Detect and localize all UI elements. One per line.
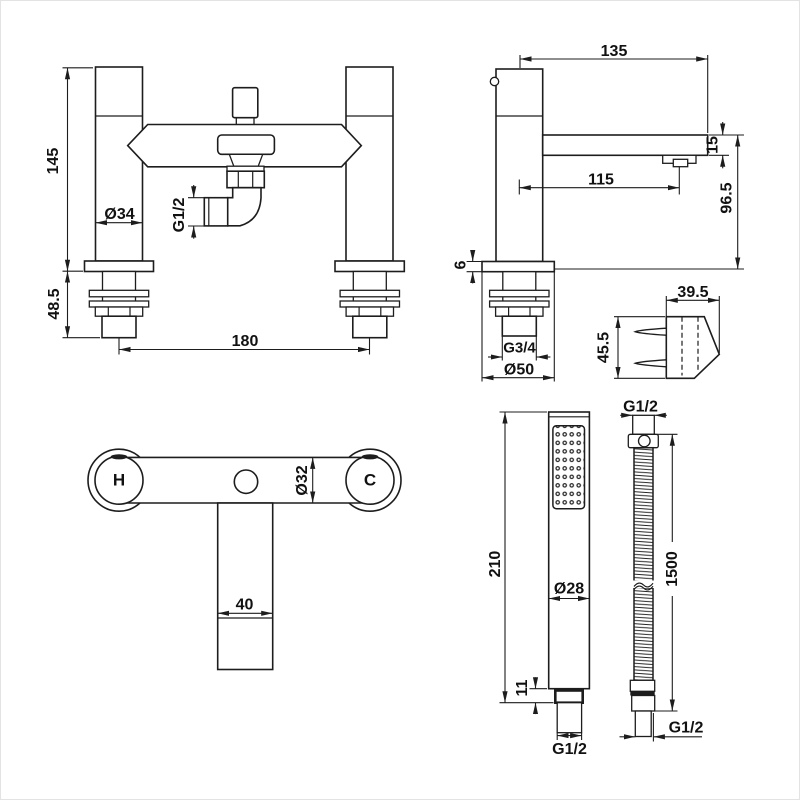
side-view: 135 15 115 96.5 6 G3/4 Ø50 39.5: [453, 43, 744, 382]
dim-bracket-width: 39.5: [677, 284, 708, 301]
handset-thread-tail: [556, 702, 583, 734]
dim-spout-reach: 135: [601, 43, 628, 60]
plan-view: H C Ø32 40: [87, 448, 402, 671]
left-washer: [88, 289, 150, 298]
hose-thread-tail: [634, 710, 652, 738]
washer: [488, 300, 550, 308]
right-flange: [334, 260, 406, 273]
hose-ferrule: [629, 679, 656, 692]
dim-outlet-thread: G1/2: [171, 198, 188, 233]
right-shank-end: [351, 315, 388, 339]
dim-flange-diameter: Ø50: [504, 362, 534, 379]
handle-indicator-pip: [489, 76, 500, 87]
dim-pillar-spacing: 180: [232, 333, 259, 350]
dim-handset-thread: G1/2: [552, 741, 587, 758]
dim-shank-thread: G3/4: [503, 340, 536, 357]
elbow-port: [203, 196, 229, 227]
pillar-side: [495, 68, 544, 263]
spout: [541, 134, 709, 157]
spout-plan: [216, 502, 274, 671]
hose-ferrule-band: [630, 691, 655, 696]
dim-spout-height: 96.5: [719, 182, 736, 213]
cold-indicator-pip: [361, 454, 379, 460]
dim-connector-height: 11: [514, 679, 531, 696]
aerator-nozzle: [672, 158, 689, 168]
dim-bracket-height: 45.5: [596, 332, 613, 363]
left-shank-end: [101, 315, 137, 339]
dim-handset-length: 210: [487, 551, 504, 578]
left-backnut: [94, 306, 144, 317]
dim-head-diameter: Ø28: [554, 581, 584, 598]
dim-body-diameter: Ø32: [294, 465, 311, 495]
hose-break-squiggle: [633, 582, 654, 588]
hose-break-squiggle: [633, 585, 654, 591]
dim-deck-thickness: 6: [453, 260, 470, 269]
washer: [488, 289, 550, 298]
outlet-taper: [228, 153, 264, 167]
hot-indicator-pip: [110, 454, 128, 460]
hot-label: H: [113, 471, 125, 490]
shower-outlet-elbow: [226, 186, 262, 227]
diverter-top: [233, 469, 259, 495]
left-flange: [83, 260, 155, 273]
handset-view: 210 Ø28 11 G1/2: [487, 411, 591, 758]
dim-aerator-offset: 115: [588, 172, 614, 189]
outlet-housing: [216, 134, 276, 156]
dim-below-deck: 48.5: [46, 288, 63, 319]
dim-spout-width: 40: [236, 597, 254, 614]
hose-view: G1/2 1500 G1/2: [619, 399, 704, 742]
dim-pillar-height: 145: [45, 148, 62, 175]
outlet-nut: [226, 170, 266, 189]
wall-bracket: [665, 315, 721, 380]
right-washer: [339, 300, 401, 308]
right-backnut: [345, 306, 395, 317]
deck-plate: [481, 260, 556, 273]
backnut: [494, 306, 544, 317]
hose-tube: [633, 446, 654, 682]
dim-pillar-diameter: Ø34: [104, 206, 134, 223]
dim-hose-top-thread: G1/2: [623, 399, 658, 416]
dim-hose-length: 1500: [664, 551, 681, 587]
right-pillar: [345, 66, 394, 262]
right-washer: [339, 289, 401, 298]
left-washer: [88, 300, 150, 308]
bracket-prong: [633, 327, 667, 336]
front-view: 145 48.5 Ø34 G1/2 180: [45, 66, 406, 355]
hose-nut-face: [637, 434, 651, 448]
hose-top-connector: [632, 414, 655, 435]
bracket-prong: [633, 359, 667, 368]
left-pillar: [94, 66, 144, 262]
shank-end: [501, 315, 538, 337]
spray-face: [552, 424, 586, 510]
cold-label: C: [364, 471, 376, 490]
dim-hose-bottom-thread: G1/2: [669, 720, 704, 737]
hose-bottom-connector: [631, 694, 656, 712]
diverter-knob: [231, 86, 259, 119]
dim-spout-tip-height: 15: [705, 136, 722, 154]
handset-connector: [553, 689, 584, 704]
